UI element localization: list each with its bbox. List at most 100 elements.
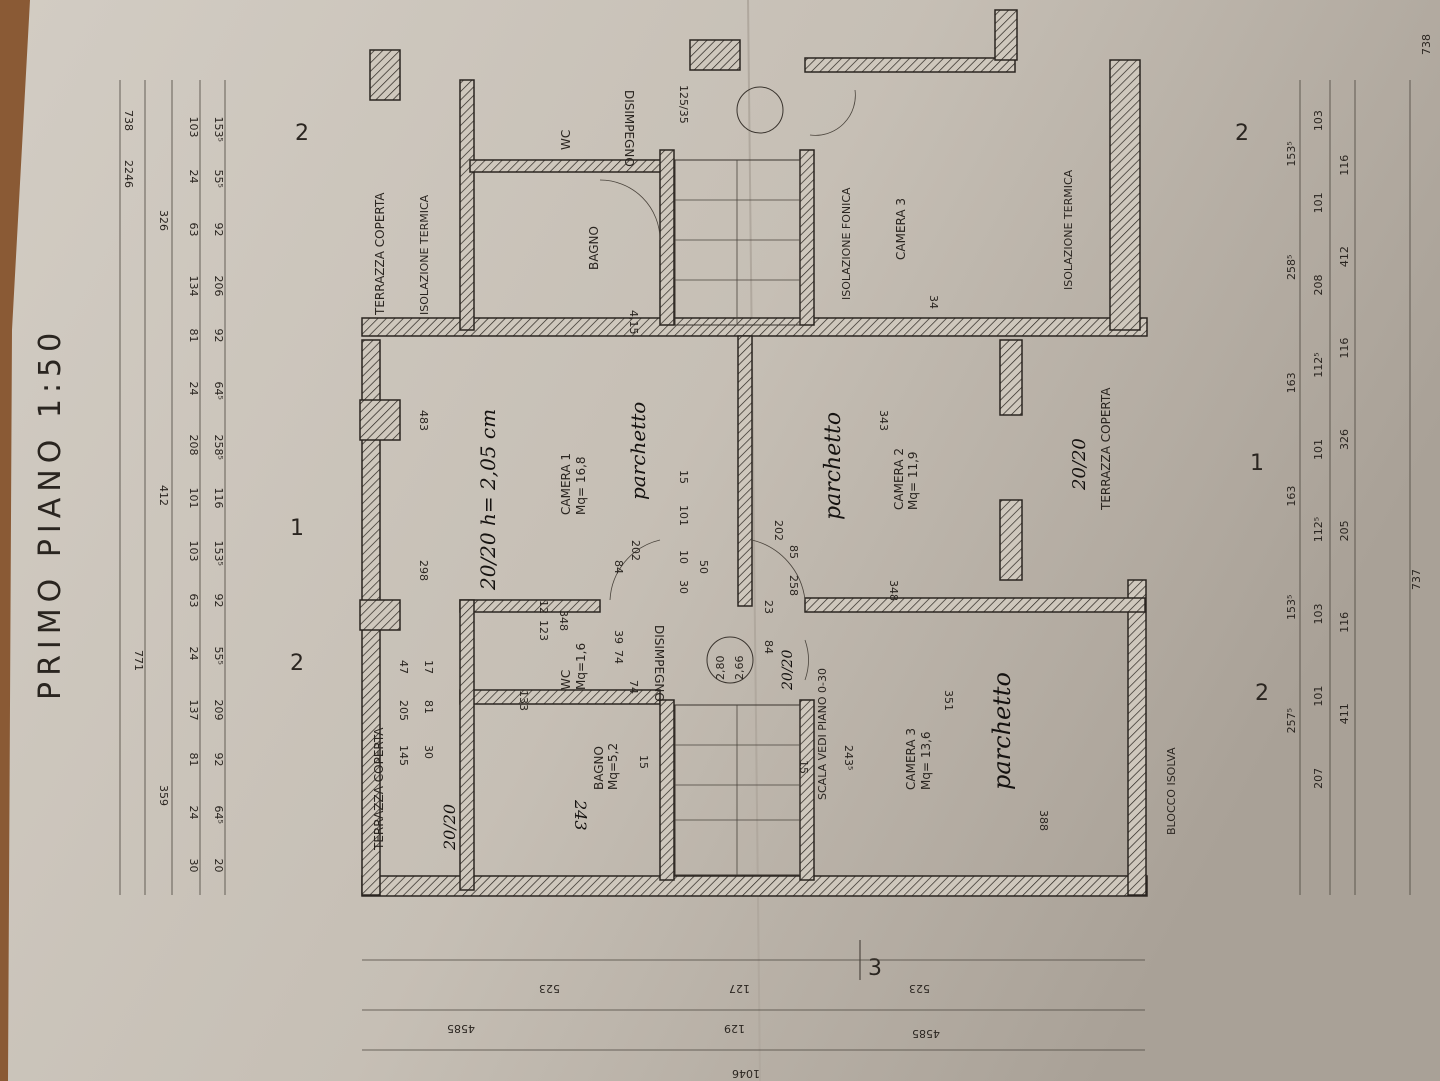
dimension-label: 92 xyxy=(212,223,225,237)
dimension-label: 206 xyxy=(212,276,225,297)
dimension-label: 55⁵ xyxy=(212,647,225,665)
walls xyxy=(359,9,1148,897)
dim-737: 737 xyxy=(1410,569,1423,590)
dimension-label: 101 xyxy=(1312,192,1325,213)
room-camera1-area: Mq= 16,8 xyxy=(574,456,588,515)
inner-dimension-label: 17 xyxy=(422,660,435,674)
label-isolazione-termica-right: ISOLAZIONE TERMICA xyxy=(1062,169,1075,290)
note-parchetto: parchetto xyxy=(626,402,650,500)
left-dimension-lines xyxy=(362,959,1145,1051)
dimension-label: 129 xyxy=(724,1022,745,1035)
dim-738-top: 738 xyxy=(122,110,135,131)
room-camera2: CAMERA 2 xyxy=(892,448,906,510)
dimension-label: 258⁵ xyxy=(1285,255,1298,280)
room-terrazza-left: TERRAZZA COPERTA xyxy=(372,727,386,851)
dimension-label: 4585 xyxy=(447,1022,475,1035)
dimension-label: 101 xyxy=(1312,686,1325,707)
dimension-label: 208 xyxy=(1312,275,1325,296)
inner-dimension-label: 47 xyxy=(397,660,410,674)
dimension-label: 30 xyxy=(187,859,200,873)
inner-dimension-label: 81 xyxy=(422,700,435,714)
room-labels: TERRAZZA COPERTA ISOLAZIONE TERMICA WC B… xyxy=(372,90,1178,851)
dimension-label: 134 xyxy=(187,276,200,297)
inner-dimension-label: 348 xyxy=(557,610,570,631)
dimension-label: 137 xyxy=(187,700,200,721)
dimension-label: 257⁵ xyxy=(1285,708,1298,733)
dimension-label: 112⁵ xyxy=(1312,352,1325,377)
section-mark: 1 xyxy=(290,516,304,541)
inner-dimension-label: 34 xyxy=(927,295,940,309)
inner-dimension-label: 84 xyxy=(762,640,775,654)
room-terrazza-top: TERRAZZA COPERTA xyxy=(373,192,387,316)
inner-dimension-label: 343 xyxy=(877,410,890,431)
inner-dimension-label: 85 xyxy=(787,545,800,559)
dimension-label: 116 xyxy=(212,488,225,509)
room-bagno-top: BAGNO xyxy=(587,226,601,270)
section-mark: 2 xyxy=(295,121,309,146)
label-isolazione-fonica: ISOLAZIONE FONICA xyxy=(840,187,853,300)
inner-dimension-label: 15 xyxy=(637,755,650,769)
inner-dimension-label: 101 xyxy=(677,505,690,526)
inner-dimension-label: 351 xyxy=(942,690,955,711)
dimension-label: 103 xyxy=(187,541,200,562)
room-camera3: CAMERA 3 xyxy=(904,728,918,790)
room-bagno-area: Mq=5,2 xyxy=(606,743,620,790)
section-mark: 1 xyxy=(1250,451,1264,476)
dimension-label: 153⁵ xyxy=(212,117,225,142)
dimension-label: 163 xyxy=(1285,372,1298,393)
inner-dimension-label: 74 xyxy=(627,680,640,694)
dimension-label: 103 xyxy=(1312,603,1325,624)
dimension-label: 63 xyxy=(187,223,200,237)
dimension-label: 101 xyxy=(1312,439,1325,460)
inner-dimension-label: 133 xyxy=(517,690,530,711)
room-bagno: BAGNO xyxy=(592,746,606,790)
dimension-label: 153⁵ xyxy=(1285,595,1298,620)
dimension-label: 153⁵ xyxy=(212,541,225,566)
height-circle xyxy=(706,636,754,684)
inner-dimension-label: 205 xyxy=(397,700,410,721)
section-mark: 3 xyxy=(868,956,882,981)
inner-dimension-label: 50 xyxy=(697,560,710,574)
room-camera3-top: CAMERA 3 xyxy=(894,198,908,260)
dimension-label: 258⁵ xyxy=(212,435,225,460)
dimension-label: 92 xyxy=(212,594,225,608)
dimension-label: 103 xyxy=(187,117,200,138)
label-isolazione-termica: ISOLAZIONE TERMICA xyxy=(418,194,431,315)
dim-738-bottom: 738 xyxy=(1420,34,1433,55)
room-wc-top: WC xyxy=(559,130,573,150)
dimension-label: 116 xyxy=(1338,338,1351,359)
room-camera1: CAMERA 1 xyxy=(559,453,573,515)
inner-dimension-label: 12 xyxy=(537,600,550,614)
handwritten-notes: 20/20 h= 2,05 cm parchetto parchetto par… xyxy=(440,402,1090,851)
note-parchetto: parchetto xyxy=(988,672,1016,790)
dimension-label: 81 xyxy=(187,753,200,767)
height-value: 2,66 xyxy=(733,656,746,681)
dimension-label: 24 xyxy=(187,647,200,661)
note-column: 20/20 xyxy=(780,650,796,691)
dimension-label: 1046 xyxy=(732,1067,760,1080)
dimension-label: 523 xyxy=(909,982,930,995)
dim-row-3: 2064⁵9220955⁵92153⁵116258⁵64⁵922069255⁵1… xyxy=(212,117,225,873)
dimension-label: 523 xyxy=(539,982,560,995)
dimension-label: 116 xyxy=(1338,612,1351,633)
dimension-label: 4585 xyxy=(912,1027,940,1040)
room-disimpegno: DISIMPEGNO xyxy=(652,625,666,702)
inner-dimension-label: 388 xyxy=(1037,810,1050,831)
dimension-label: 208 xyxy=(187,435,200,456)
inner-dimension-label: 15 xyxy=(677,470,690,484)
inner-dimension-label: 145 xyxy=(397,745,410,766)
dim-359: 359 xyxy=(157,785,170,806)
dimension-label: 55⁵ xyxy=(212,170,225,188)
top-dimension-lines xyxy=(119,80,226,895)
staircase xyxy=(674,159,801,876)
room-camera3-area: Mq= 13,6 xyxy=(919,731,933,790)
inner-dimension-label: 30 xyxy=(422,745,435,759)
dimension-label: 20 xyxy=(212,859,225,873)
dimension-label: 411 xyxy=(1338,703,1351,724)
room-wc: WC xyxy=(559,670,573,690)
inner-dimension-label: 39 xyxy=(612,630,625,644)
inner-dimension-label: 4,15 xyxy=(627,310,640,335)
room-disimpegno-top: DISIMPEGNO xyxy=(622,90,636,167)
